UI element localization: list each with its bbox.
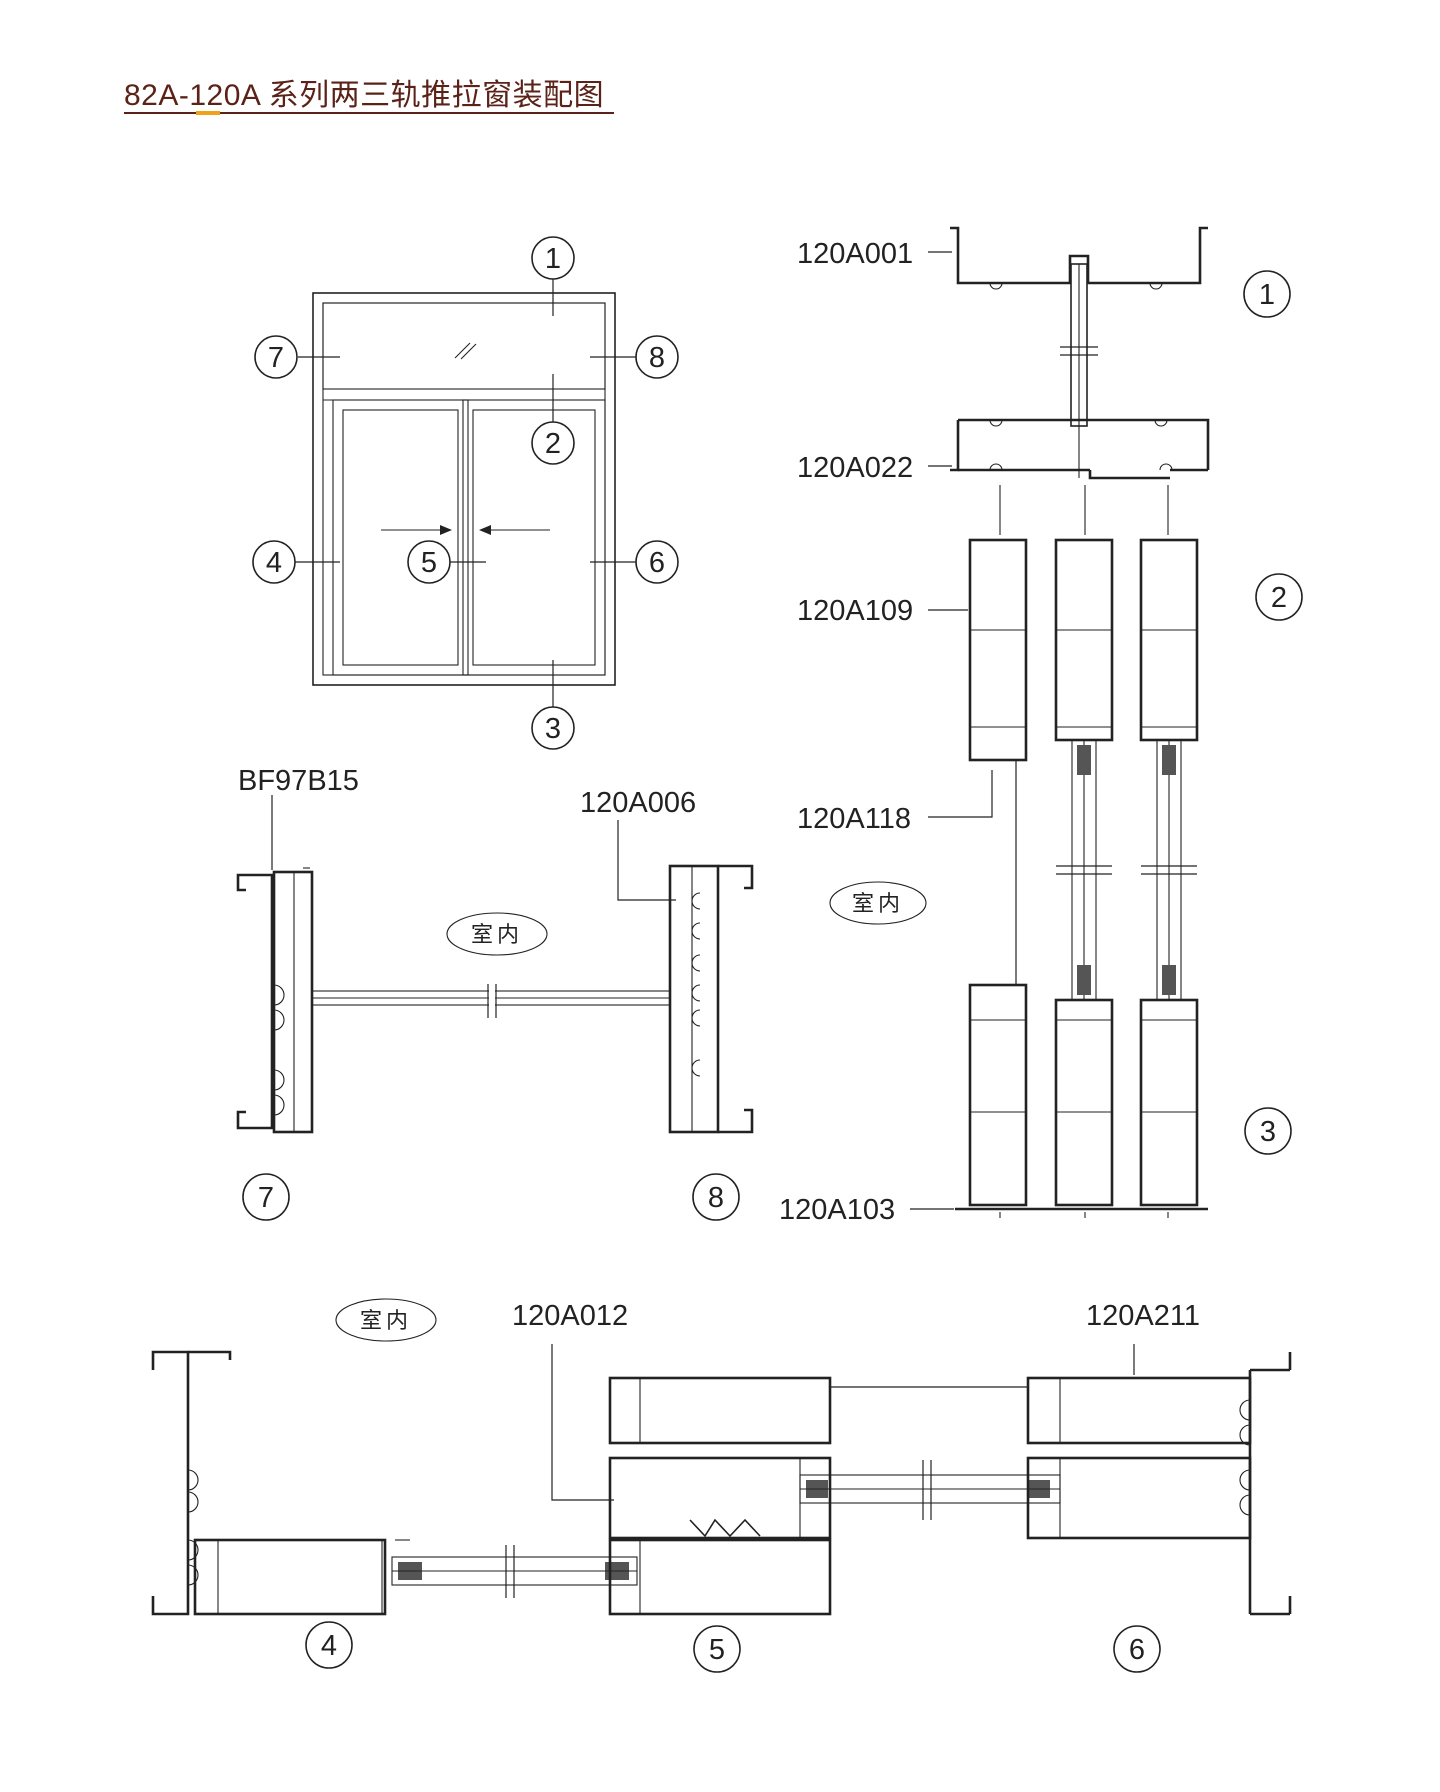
horizontal-callout-6: 6: [1113, 1625, 1161, 1673]
label-interior-vertical: 室内: [852, 892, 904, 917]
label-120A012: 120A012: [512, 1300, 628, 1332]
label-interior-78: 室内: [471, 923, 523, 948]
elevation-callout-2: 2: [531, 421, 575, 465]
svg-text:7: 7: [268, 342, 284, 374]
svg-text:6: 6: [1129, 1634, 1145, 1666]
svg-text:1: 1: [545, 243, 561, 275]
svg-text:2: 2: [1271, 582, 1287, 614]
label-120A109: 120A109: [797, 595, 913, 627]
svg-text:3: 3: [1260, 1116, 1276, 1148]
title-accent-mark: [196, 111, 220, 115]
vertical-section: 120A001 120A022 120A109 120A118 120A103 …: [779, 226, 1303, 1226]
svg-text:5: 5: [421, 547, 437, 579]
svg-text:6: 6: [649, 547, 665, 579]
svg-text:7: 7: [258, 1182, 274, 1214]
horizontal-section: 室内 120A012 120A211 4 5 6: [151, 1298, 1292, 1673]
label-120A022: 120A022: [797, 452, 913, 484]
svg-text:2: 2: [545, 428, 561, 460]
section-callout-7: 7: [242, 1173, 290, 1221]
svg-text:8: 8: [649, 342, 665, 374]
svg-text:8: 8: [708, 1182, 724, 1214]
horizontal-callout-4: 4: [305, 1621, 353, 1669]
page-title: 82A-120A 系列两三轨推拉窗装配图: [124, 79, 605, 112]
svg-text:4: 4: [266, 547, 282, 579]
horizontal-callout-5: 5: [693, 1625, 741, 1673]
label-120A001: 120A001: [797, 238, 913, 270]
label-BF97B15: BF97B15: [238, 765, 359, 797]
elevation-callout-1: 1: [531, 236, 575, 280]
svg-text:3: 3: [545, 713, 561, 745]
vertical-callout-2: 2: [1255, 573, 1303, 621]
svg-text:1: 1: [1259, 279, 1275, 311]
svg-text:4: 4: [321, 1630, 337, 1662]
elevation-callout-4: 4: [252, 540, 296, 584]
elevation-callout-5: 5: [407, 540, 451, 584]
title-underline: [124, 112, 614, 114]
window-elevation: 1 7 8 2 4 5 6 3: [252, 236, 679, 750]
section-callout-8: 8: [692, 1173, 740, 1221]
section-7-8: BF97B15 120A006 室内 7 8: [236, 765, 754, 1221]
elevation-callout-3: 3: [531, 706, 575, 750]
vertical-callout-1: 1: [1243, 270, 1291, 318]
label-120A006: 120A006: [580, 787, 696, 819]
label-120A103: 120A103: [779, 1194, 895, 1226]
elevation-callout-7: 7: [254, 335, 298, 379]
elevation-callout-8: 8: [635, 335, 679, 379]
elevation-callout-6: 6: [635, 540, 679, 584]
vertical-callout-3: 3: [1244, 1107, 1292, 1155]
svg-text:5: 5: [709, 1634, 725, 1666]
label-120A118: 120A118: [797, 803, 911, 835]
label-120A211: 120A211: [1086, 1300, 1200, 1332]
label-interior-horizontal: 室内: [360, 1309, 412, 1334]
